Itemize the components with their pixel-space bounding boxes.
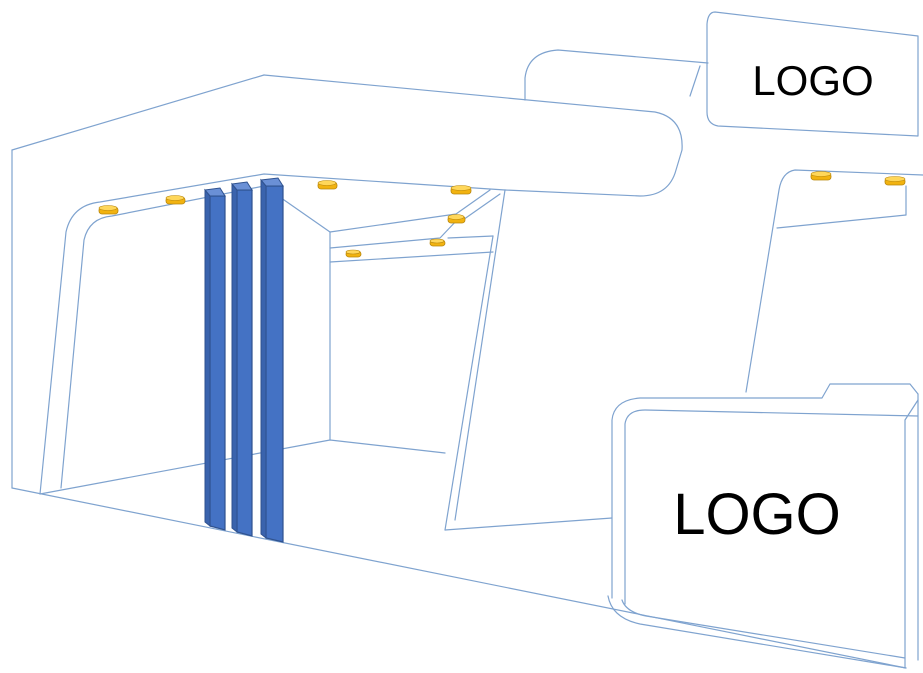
column-3 <box>260 177 284 543</box>
spotlight-5 <box>447 214 466 224</box>
right-structure <box>524 49 923 393</box>
left-wall <box>11 74 683 495</box>
counter-logo-text: LOGO <box>673 482 841 547</box>
spotlight-6 <box>429 238 446 247</box>
spotlight-4 <box>450 185 472 195</box>
spotlight-1 <box>98 205 119 215</box>
spotlight-9 <box>884 176 906 186</box>
header-logo-text: LOGO <box>752 57 873 104</box>
column-2 <box>231 181 253 537</box>
reception-counter: LOGO <box>607 383 919 669</box>
spotlight-7 <box>345 249 362 258</box>
spotlight-2 <box>165 195 186 205</box>
back-room <box>329 189 506 531</box>
spotlight-3 <box>317 180 338 190</box>
floor-outline <box>11 439 907 669</box>
spotlight-8 <box>810 171 832 181</box>
column-1 <box>204 187 226 531</box>
header-sign: LOGO <box>706 11 919 137</box>
